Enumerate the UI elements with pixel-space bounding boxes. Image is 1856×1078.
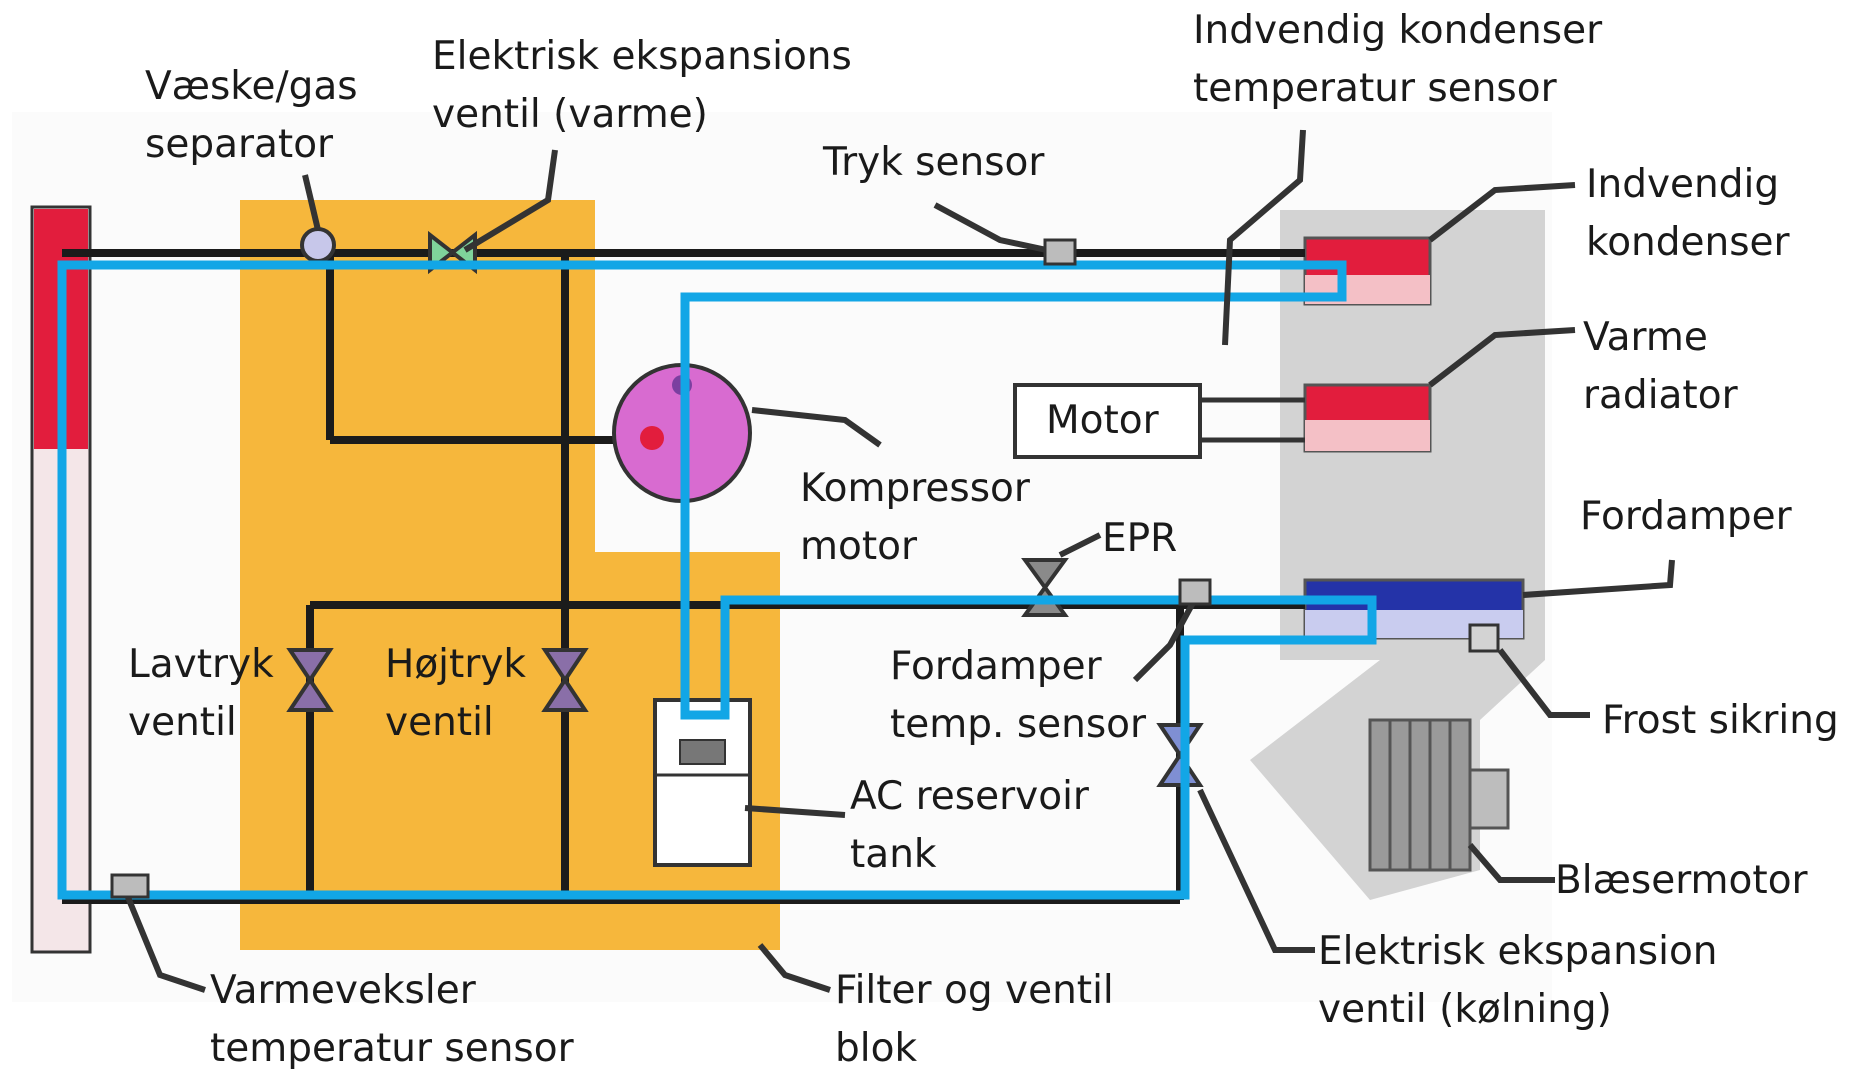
leader-inner-condenser (1428, 182, 1576, 243)
leader-frost-guard (1497, 648, 1590, 718)
heater-core-sheen (1305, 420, 1430, 451)
leader-compressor (751, 407, 882, 448)
compressor-port (640, 426, 664, 450)
separator-symbol (300, 227, 336, 263)
label-blower-motor: Blæsermotor (1555, 858, 1808, 903)
leader-blower (1467, 843, 1555, 883)
leader-ac-tank (744, 805, 846, 818)
leader-condenser-sensor (1222, 129, 1306, 346)
hx-sensor-body (110, 873, 150, 899)
evap-sensor-body (1178, 578, 1212, 606)
motor-box (1013, 383, 1202, 459)
valve-low-pressure (286, 648, 334, 712)
leader-evap-sensor (1132, 588, 1203, 683)
leader-epr (1058, 532, 1102, 558)
ac-reservoir-tank (653, 698, 752, 867)
pressure-sensor-body (1043, 238, 1077, 266)
leader-expansion-cool (1197, 788, 1315, 953)
leader-heater-core (1428, 327, 1576, 388)
label-motor: Motor (1046, 398, 1159, 443)
refrigerant-pipes (62, 249, 1305, 904)
blower-unit (1368, 718, 1472, 872)
filter-valve-block (240, 200, 780, 950)
frost-guard-sensor (1468, 623, 1500, 653)
leader-separator (302, 174, 321, 231)
blower-motor-body (1468, 768, 1510, 830)
valve-high-pressure (541, 648, 589, 712)
leader-evaporator (1522, 559, 1675, 598)
leader-expansion-heat (463, 149, 558, 253)
valve-separator (300, 227, 336, 263)
ac-tank-filter (679, 739, 726, 765)
label-epr: EPR (1102, 516, 1178, 561)
label-evaporator: Fordamper (1580, 494, 1792, 539)
refrigerant-loop-highlight (57, 260, 1377, 900)
leader-filter-block (757, 943, 831, 993)
label-pressure-sensor: Tryk sensor (823, 140, 1045, 185)
leader-hx-sensor (122, 888, 206, 993)
label-frost-guard: Frost sikring (1602, 698, 1839, 743)
